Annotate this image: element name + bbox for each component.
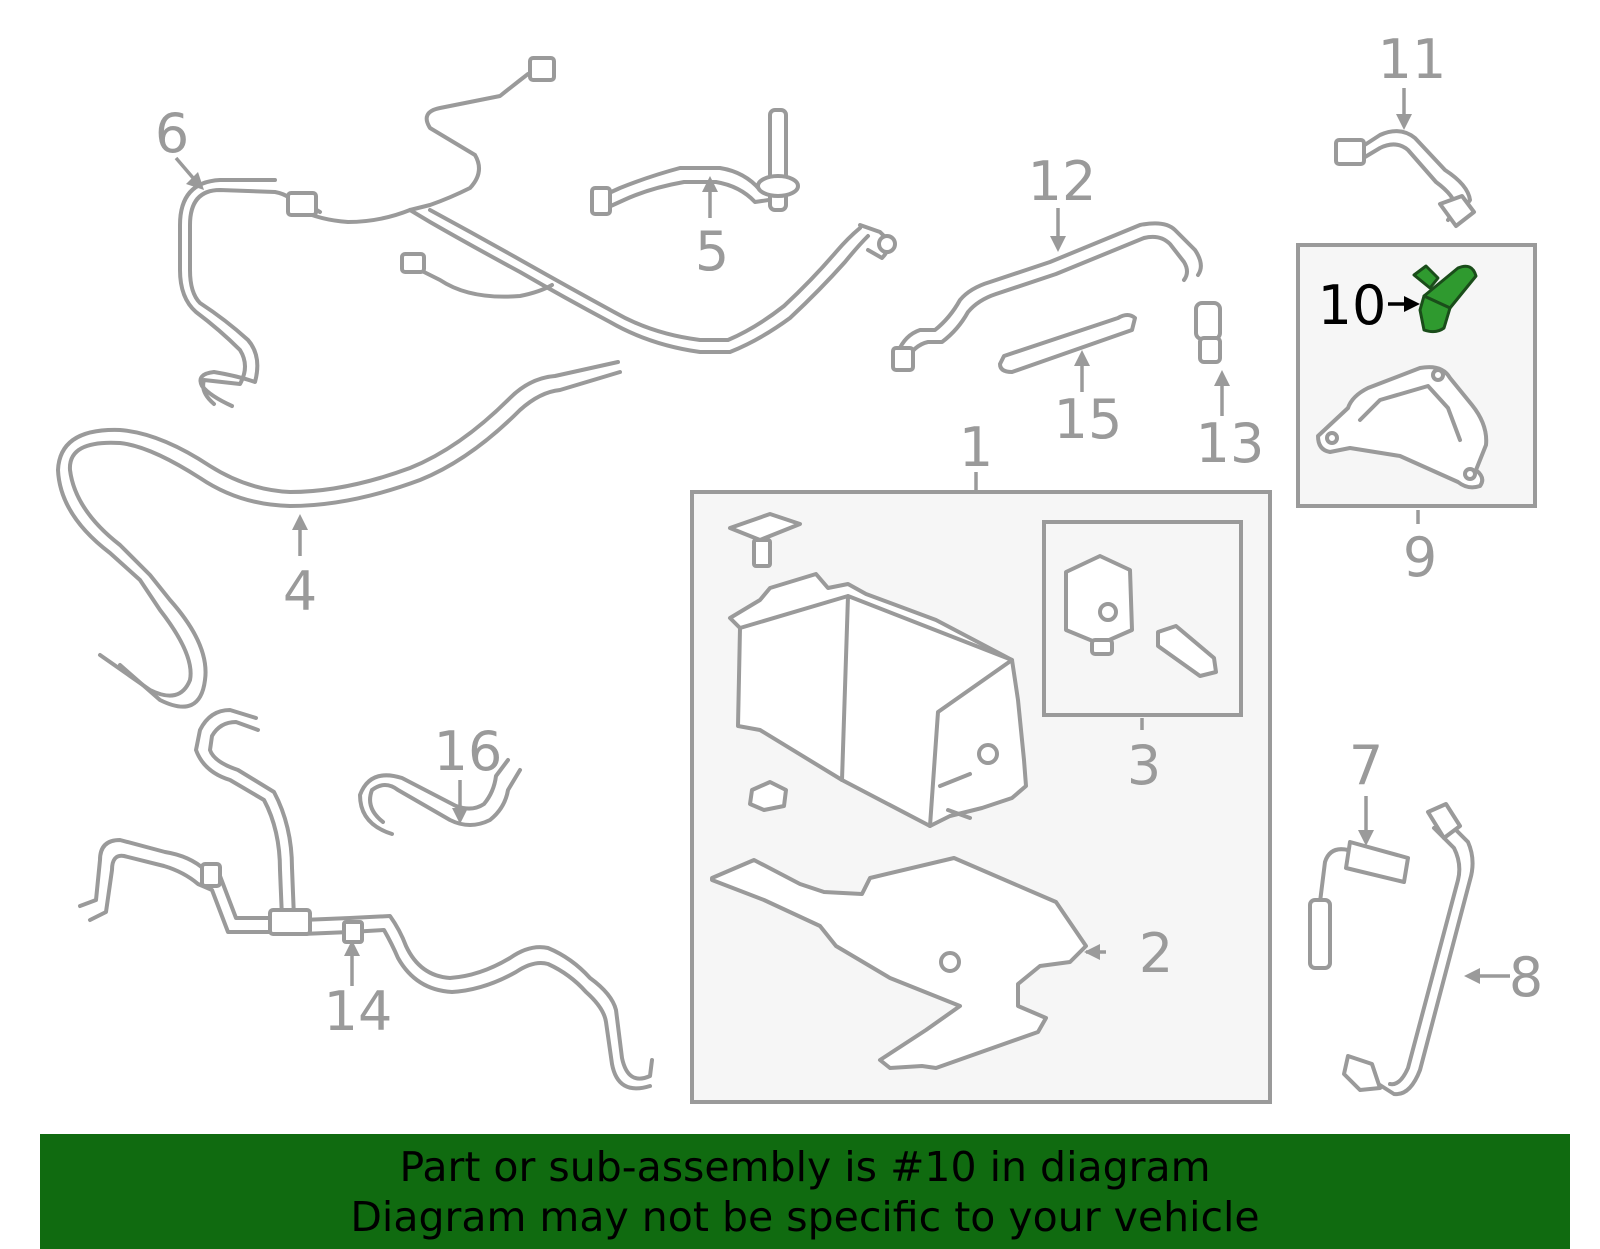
- callout-1[interactable]: 1: [959, 416, 993, 479]
- leader-lines: [174, 88, 1510, 986]
- part-16-hose[interactable]: [358, 758, 522, 836]
- part-9-bracket[interactable]: [1316, 365, 1489, 490]
- part-2-bracket[interactable]: [710, 856, 1088, 1070]
- part-14-hose[interactable]: [78, 708, 654, 1091]
- banner-line-part: Part or sub-assembly is #10 in diagram: [399, 1143, 1211, 1191]
- part-15-rod[interactable]: [998, 313, 1137, 374]
- callout-4[interactable]: 4: [283, 560, 317, 623]
- part-4-hose[interactable]: [56, 360, 622, 709]
- part-5-hose[interactable]: [590, 108, 800, 216]
- banner-line-disclaimer: Diagram may not be specific to your vehi…: [350, 1193, 1260, 1241]
- part-12-tube[interactable]: [891, 221, 1203, 372]
- part-6-hose[interactable]: [178, 56, 897, 408]
- part-11-harness[interactable]: [1334, 129, 1476, 228]
- callout-12[interactable]: 12: [1028, 150, 1097, 213]
- info-banner: Part or sub-assembly is #10 in diagram D…: [40, 1134, 1570, 1249]
- part-3-valve[interactable]: [1064, 554, 1218, 678]
- callout-5[interactable]: 5: [695, 220, 729, 283]
- callout-16[interactable]: 16: [434, 720, 503, 783]
- callout-2[interactable]: 2: [1139, 922, 1173, 985]
- callout-7[interactable]: 7: [1349, 734, 1383, 797]
- callout-3[interactable]: 3: [1127, 734, 1161, 797]
- part-10-sensor-highlighted[interactable]: [1412, 264, 1478, 334]
- callout-15[interactable]: 15: [1054, 388, 1123, 451]
- part-8-sensor[interactable]: [1342, 802, 1475, 1097]
- callout-6[interactable]: 6: [155, 102, 189, 165]
- part-1-canister[interactable]: [728, 512, 1028, 828]
- callout-10[interactable]: 10: [1318, 274, 1387, 337]
- callout-13[interactable]: 13: [1196, 412, 1265, 475]
- part-7-sensor[interactable]: [1308, 840, 1410, 970]
- callout-11[interactable]: 11: [1378, 28, 1447, 91]
- callout-8[interactable]: 8: [1509, 946, 1543, 1009]
- callout-14[interactable]: 14: [324, 980, 393, 1043]
- callout-9[interactable]: 9: [1403, 526, 1437, 589]
- part-13-connector[interactable]: [1194, 301, 1222, 364]
